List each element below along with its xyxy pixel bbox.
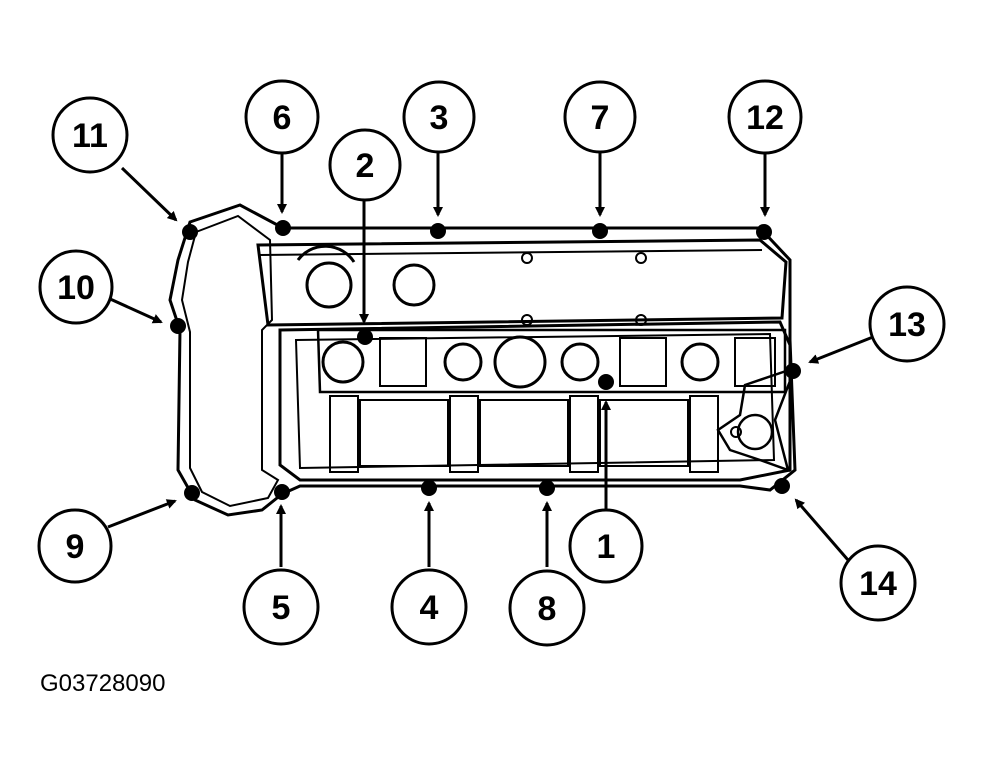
leader-arrows: [107, 150, 874, 567]
bolt-1: [598, 374, 614, 390]
callouts: [37, 79, 946, 647]
callout-12-circle: [727, 79, 803, 155]
callout-2-label: 2: [356, 147, 375, 185]
leader-13: [808, 335, 874, 364]
callout-14-label: 14: [859, 565, 897, 603]
cover-gasket-inner: [180, 214, 280, 508]
callout-10-label: 10: [57, 269, 95, 307]
bolt-4: [421, 480, 437, 496]
callout-14-circle: [839, 544, 917, 622]
leader-9: [107, 499, 177, 529]
bolt-11: [182, 224, 198, 240]
callout-5-circle: [242, 568, 320, 646]
callout-5-label: 5: [272, 589, 291, 627]
bolt-5: [274, 484, 290, 500]
bolt-13: [785, 363, 801, 379]
callout-3-label: 3: [430, 99, 449, 137]
bolt-7: [592, 223, 608, 239]
bolt-9: [184, 485, 200, 501]
callout-11-label: 11: [72, 117, 108, 155]
callout-13-circle: [868, 285, 946, 363]
callout-11-circle: [51, 96, 129, 174]
callout-4-circle: [390, 568, 468, 646]
bolt-3: [430, 223, 446, 239]
callout-2-circle: [328, 128, 402, 202]
upper-cam-rail: [256, 238, 788, 327]
valve-cover: [168, 203, 798, 517]
callout-10-circle: [38, 249, 114, 325]
callout-6-label: 6: [273, 99, 292, 137]
bolt-12: [756, 224, 772, 240]
callout-9-label: 9: [66, 528, 85, 566]
bolt-2: [357, 329, 373, 345]
figure-id: G03728090: [40, 670, 166, 697]
bolt-8: [539, 480, 555, 496]
right-bracket: [716, 365, 798, 472]
callout-3-circle: [402, 80, 476, 154]
callout-1-circle: [568, 508, 644, 584]
callout-12-label: 12: [746, 99, 784, 137]
callout-7-label: 7: [591, 99, 610, 137]
bolts: [170, 220, 801, 501]
leader-11: [120, 166, 178, 222]
leader-14: [794, 498, 850, 561]
leader-10: [107, 296, 163, 324]
callout-4-label: 4: [420, 589, 439, 627]
callout-7-circle: [563, 80, 637, 154]
callout-9-circle: [37, 508, 113, 584]
lower-housing: [278, 320, 792, 482]
bolt-14: [774, 478, 790, 494]
bolt-10: [170, 318, 186, 334]
callout-1-label: 1: [597, 528, 616, 566]
callout-13-label: 13: [888, 306, 926, 344]
callout-6-circle: [244, 79, 320, 155]
callout-8-label: 8: [538, 590, 557, 628]
callout-8-circle: [508, 569, 586, 647]
callout-labels: 1 2 3 4 5 6 7 8 9 10 11 12 13 14: [57, 99, 926, 628]
bolt-6: [275, 220, 291, 236]
